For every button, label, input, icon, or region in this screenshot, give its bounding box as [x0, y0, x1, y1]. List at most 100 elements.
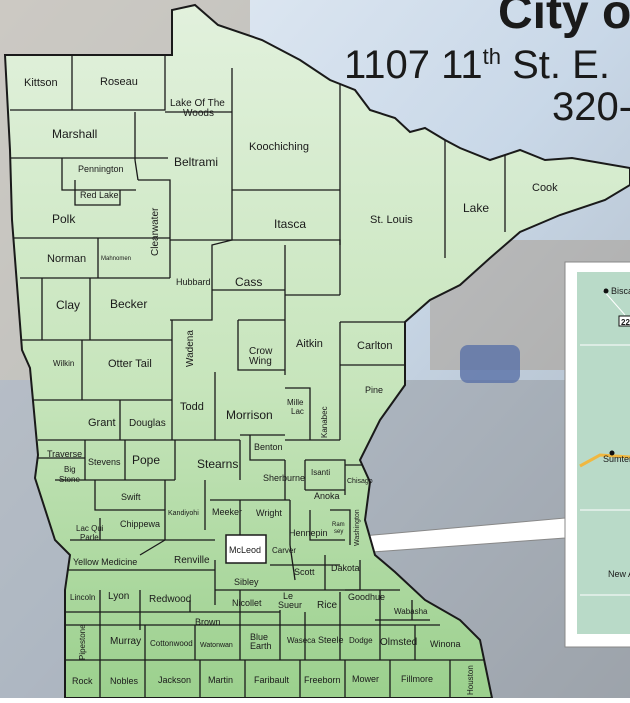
county-label: Scott [294, 567, 315, 577]
county-label: Lac Qui [76, 524, 104, 533]
county-label: Wright [256, 508, 282, 518]
county-label: Wadena [185, 330, 196, 367]
background-car [460, 345, 520, 383]
highlighted-county [225, 534, 267, 564]
county-label: sey [334, 529, 343, 535]
county-label: Kanabec [320, 406, 329, 438]
county-label: Douglas [129, 418, 166, 429]
county-label: Pope [132, 453, 160, 467]
county-label: Lake [463, 201, 489, 215]
county-label: Red Lake [80, 190, 119, 200]
county-label: Renville [174, 555, 210, 566]
county-label: Meeker [212, 507, 242, 517]
county-label: Carver [272, 546, 296, 555]
county-label: Nicollet [232, 598, 262, 608]
county-label: Kittson [24, 77, 58, 89]
county-label: Ram [332, 522, 345, 528]
county-label: Steele [318, 635, 344, 645]
county-label: Swift [121, 492, 141, 502]
inset-label-2: 22 [621, 318, 630, 327]
state-map [3, 3, 630, 699]
county-label: Blue [250, 632, 268, 642]
county-label: Mower [352, 674, 379, 684]
county-label: Koochiching [249, 141, 309, 153]
county-label: Stone [59, 475, 80, 484]
county-label: Olmsted [380, 637, 417, 648]
county-label: Woods [183, 108, 214, 119]
header-title: City o [498, 0, 630, 39]
county-label: Todd [180, 401, 204, 413]
county-label: Wing [249, 356, 272, 367]
county-label: Watonwan [200, 642, 233, 649]
county-label: Polk [52, 212, 76, 226]
county-label: Benton [254, 442, 283, 452]
county-label: Grant [88, 417, 116, 429]
county-label: Big [64, 465, 76, 474]
county-label: Norman [47, 253, 86, 265]
county-label: Earth [250, 641, 272, 651]
inset-label-1: Bisca [611, 286, 630, 296]
county-label: Itasca [274, 217, 306, 231]
county-label: Carlton [357, 340, 392, 352]
county-label: Stearns [197, 457, 238, 471]
county-label: Anoka [314, 491, 340, 501]
county-label: Lincoln [70, 593, 95, 602]
county-label: Clay [56, 298, 80, 312]
county-label: Chippewa [120, 519, 160, 529]
inset-label-3: Sumter [603, 454, 630, 464]
county-label: Pine [365, 385, 383, 395]
county-label: Pipestone [78, 624, 87, 660]
county-label: Chisago [347, 478, 373, 485]
county-label: Traverse [47, 449, 82, 459]
county-label: Rice [317, 600, 337, 611]
county-label: Dodge [349, 636, 373, 645]
county-label: Le [283, 591, 293, 601]
county-label: Freeborn [304, 675, 341, 685]
county-label: St. Louis [370, 214, 413, 226]
county-label: Lake Of The [170, 98, 225, 109]
county-label: Washington [354, 509, 361, 546]
county-label: Isanti [311, 468, 330, 477]
county-label: Kandiyohi [168, 510, 199, 517]
county-label: Parle [80, 533, 99, 542]
header-address: 1107 11th St. E. [344, 43, 610, 87]
county-label-highlighted: McLeod [229, 545, 261, 555]
county-label: Otter Tail [108, 358, 152, 370]
county-label: Hubbard [176, 277, 211, 287]
county-label: Pennington [78, 164, 124, 174]
county-label: Dakota [331, 563, 360, 573]
county-label: Brown [195, 617, 221, 627]
county-label: Morrison [226, 408, 273, 422]
county-label: Beltrami [174, 155, 218, 169]
county-label: Wilkin [53, 359, 74, 368]
county-label: Lyon [108, 591, 129, 602]
county-label: Murray [110, 636, 141, 647]
county-label: Cottonwood [150, 639, 193, 648]
county-label: Lac [291, 407, 304, 416]
county-label: Sibley [234, 577, 259, 587]
county-label: Winona [430, 639, 461, 649]
county-label: Goodhue [348, 592, 385, 602]
county-label: Yellow Medicine [73, 557, 137, 567]
county-borders [10, 55, 506, 698]
county-label: Sueur [278, 600, 302, 610]
county-label: Fillmore [401, 674, 433, 684]
county-label: Becker [110, 297, 147, 311]
county-label: Crow [249, 346, 273, 357]
county-label: Aitkin [296, 338, 323, 350]
county-label: Marshall [52, 127, 97, 141]
county-label: Redwood [149, 594, 191, 605]
county-label: Jackson [158, 675, 191, 685]
county-labels: Kittson Roseau Lake Of The Woods Marshal… [24, 76, 558, 695]
county-label: Roseau [100, 76, 138, 88]
county-label: Stevens [88, 457, 121, 467]
county-label: Hennepin [289, 528, 328, 538]
header-phone: 320- [552, 85, 630, 129]
county-label: Rock [72, 676, 93, 686]
county-label: Waseca [287, 636, 316, 645]
inset-label-4: New A [608, 569, 630, 579]
inset-map: Bisca 22 Sumter New A [564, 261, 630, 648]
county-label: Martin [208, 675, 233, 685]
